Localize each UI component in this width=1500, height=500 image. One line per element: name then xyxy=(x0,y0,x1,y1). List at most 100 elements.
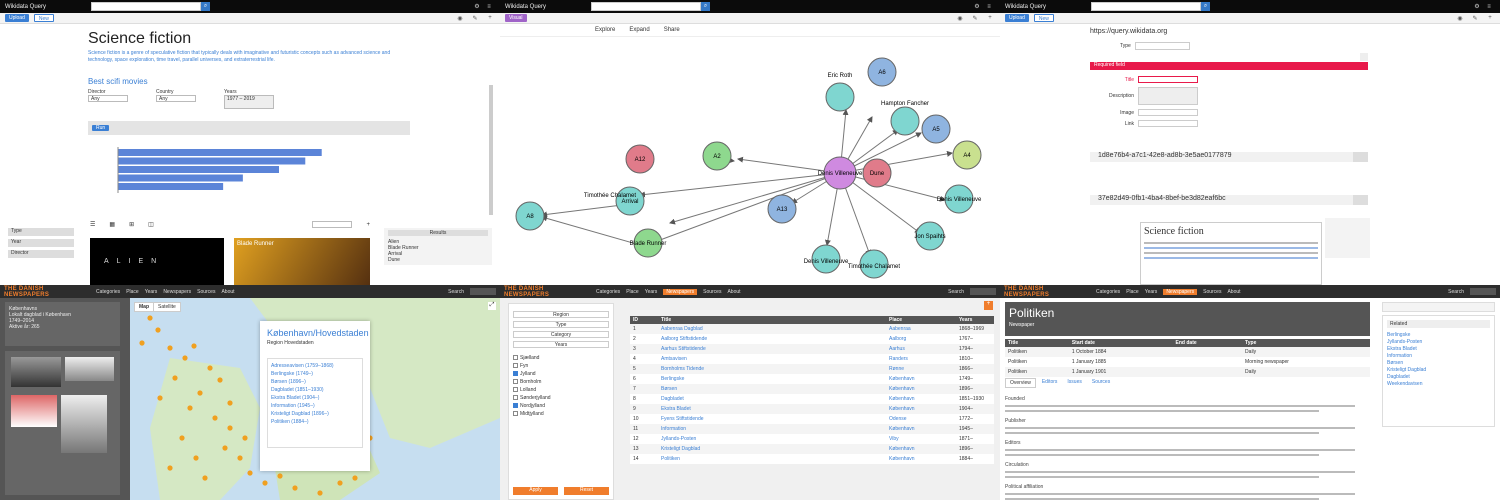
result-item[interactable]: Alien xyxy=(388,239,400,245)
filter-select[interactable]: Type xyxy=(513,321,609,328)
column-header[interactable]: ID xyxy=(633,317,638,323)
popup-link[interactable]: Information (1945–) xyxy=(271,403,315,409)
related-link[interactable]: Weekendavisen xyxy=(1387,381,1423,387)
graph-node[interactable] xyxy=(915,221,945,251)
map-marker[interactable] xyxy=(187,405,193,411)
table-cell[interactable]: Odense xyxy=(889,416,907,422)
table-cell[interactable]: Kristeligt Dagblad xyxy=(661,446,701,452)
search-input[interactable] xyxy=(970,288,996,295)
type-select[interactable] xyxy=(1134,42,1190,50)
plus-icon[interactable]: + xyxy=(488,15,492,21)
map-marker[interactable] xyxy=(227,425,233,431)
map-marker[interactable] xyxy=(167,465,173,471)
graph-node-center[interactable] xyxy=(823,156,857,190)
gallery-image[interactable] xyxy=(11,357,61,387)
map-marker[interactable] xyxy=(147,315,153,321)
graph-node[interactable] xyxy=(633,228,663,258)
graph-node[interactable] xyxy=(615,186,645,216)
eye-icon[interactable]: ◉ xyxy=(457,15,463,22)
table-cell[interactable]: Viby xyxy=(889,436,899,442)
related-link[interactable]: Børsen xyxy=(1387,360,1404,366)
graph-node[interactable] xyxy=(952,140,982,170)
table-cell[interactable]: Aarhus xyxy=(889,346,905,352)
checkbox[interactable] xyxy=(513,379,518,385)
related-link[interactable]: Kristeligt Dagblad xyxy=(1387,367,1427,373)
checkbox-row[interactable]: Nordjylland xyxy=(513,402,609,410)
country-filter[interactable]: Country Any xyxy=(156,89,196,109)
table-cell[interactable]: Rønne xyxy=(889,366,905,372)
map-marker[interactable] xyxy=(193,455,199,461)
plus-icon[interactable]: + xyxy=(988,15,992,21)
export-button[interactable]: + xyxy=(984,301,993,310)
site-brand[interactable]: THE DANISH NEWSPAPERS xyxy=(4,285,50,298)
site-brand[interactable]: THE DANISH NEWSPAPERS xyxy=(504,285,550,298)
filter-select[interactable]: 1977 – 2019 xyxy=(224,95,274,109)
graph-node[interactable] xyxy=(921,114,951,144)
add-icon[interactable]: + xyxy=(366,221,370,228)
related-link[interactable]: Dagbladet xyxy=(1387,374,1410,380)
popup-link[interactable]: Ekstra Bladet (1904–) xyxy=(271,395,320,401)
nav-about[interactable]: About xyxy=(221,288,235,295)
eye-icon[interactable]: ◉ xyxy=(1457,15,1463,22)
map-marker[interactable] xyxy=(191,343,197,349)
table-cell[interactable]: Aalborg xyxy=(889,336,907,342)
checkbox-row[interactable]: Lolland xyxy=(513,386,609,394)
graph-node[interactable] xyxy=(890,106,920,136)
column-header[interactable]: Years xyxy=(959,317,973,323)
result-item[interactable]: Dune xyxy=(388,257,400,263)
popup-link[interactable]: Kristeligt Dagblad (1896–) xyxy=(271,411,329,417)
nav-place[interactable]: Place xyxy=(126,288,139,295)
pencil-icon[interactable]: ✎ xyxy=(472,15,478,22)
map-tab[interactable]: Map xyxy=(139,304,149,310)
url-input[interactable] xyxy=(1091,2,1201,11)
checkbox-row[interactable]: Fyn xyxy=(513,362,609,370)
table-cell[interactable]: København xyxy=(889,426,915,432)
checkbox-row[interactable]: Bornholm xyxy=(513,378,609,386)
network-graph[interactable]: Eric Roth A6 Hampton Fancher A5 A4 Denis… xyxy=(500,35,1000,285)
table-cell[interactable]: København xyxy=(889,456,915,462)
table-cell[interactable]: Aabenraa Dagblad xyxy=(661,326,703,332)
filter-select[interactable]: Years xyxy=(513,341,609,348)
search-go-button[interactable]: ⌕ xyxy=(701,2,710,11)
new-button[interactable]: New xyxy=(1033,14,1054,22)
nav-sources[interactable]: Sources xyxy=(1203,288,1222,295)
map[interactable]: Map Satellite ⤢ København/Hovedstaden Re… xyxy=(130,298,500,500)
settings-icon[interactable]: ⚙ xyxy=(1474,4,1480,10)
table-cell[interactable]: Fyens Stiftstidende xyxy=(661,416,704,422)
checkbox-row[interactable]: Jylland xyxy=(513,370,609,378)
map-marker[interactable] xyxy=(262,480,268,486)
pencil-icon[interactable]: ✎ xyxy=(1472,15,1478,22)
related-link[interactable]: Ekstra Bladet xyxy=(1387,346,1417,352)
settings-icon[interactable]: ⚙ xyxy=(474,4,480,10)
item-id-row[interactable]: 37e82d49-0fb1-4ba4-8bef-be3d82eaf6bc xyxy=(1090,195,1368,205)
graph-node[interactable] xyxy=(702,141,732,171)
filter-select[interactable]: Category xyxy=(513,331,609,338)
eye-icon[interactable]: ◉ xyxy=(957,15,963,22)
table-cell[interactable]: Randers xyxy=(889,356,908,362)
tab-share[interactable]: Share xyxy=(663,27,680,33)
gallery-image[interactable] xyxy=(61,395,107,453)
popup-link[interactable]: Adresseavisen (1759–1868) xyxy=(271,363,334,369)
table-cell[interactable]: Ekstra Bladet xyxy=(661,406,691,412)
checkbox[interactable] xyxy=(513,411,518,417)
scrollbar[interactable] xyxy=(489,85,493,215)
map-marker[interactable] xyxy=(237,455,243,461)
checkbox-row[interactable]: Sjælland xyxy=(513,354,609,362)
tab-editors[interactable]: Editors xyxy=(1041,379,1058,385)
map-marker[interactable] xyxy=(222,445,228,451)
table-cell[interactable]: Politiken xyxy=(661,456,680,462)
url-input[interactable] xyxy=(591,2,701,11)
table-cell[interactable]: Aalborg Stiftstidende xyxy=(661,336,708,342)
map-marker[interactable] xyxy=(352,475,358,481)
checkbox[interactable] xyxy=(513,403,518,409)
table-cell[interactable]: Børsen xyxy=(661,386,678,392)
table-cell[interactable]: København xyxy=(889,446,915,452)
table-cell[interactable]: København xyxy=(889,376,915,382)
movie-poster-blade-runner[interactable]: Blade Runner xyxy=(234,238,370,285)
